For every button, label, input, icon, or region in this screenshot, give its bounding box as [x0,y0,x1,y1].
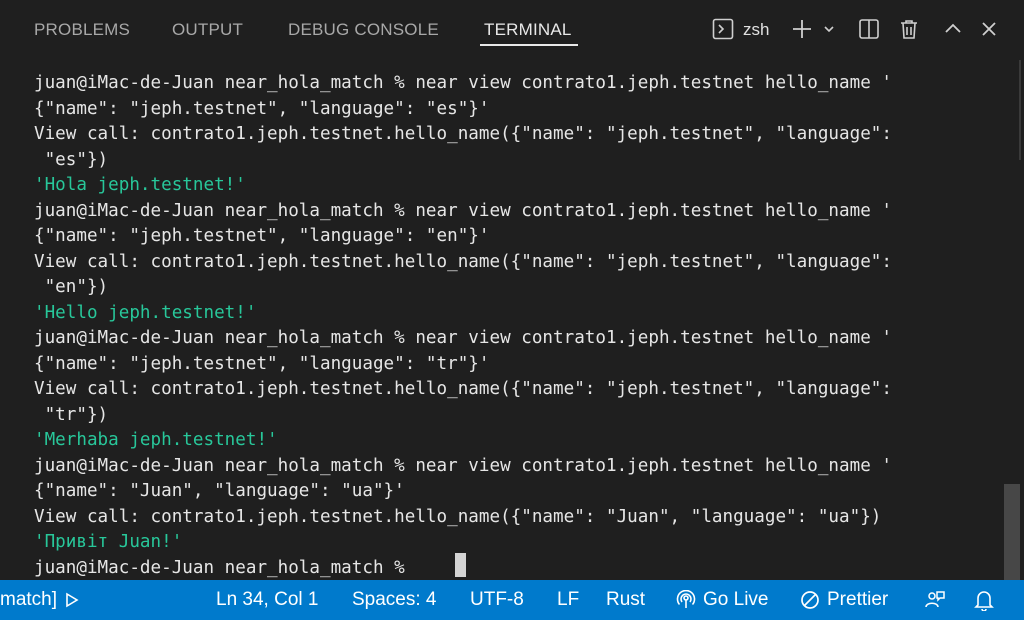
terminal-line: View call: contrato1.jeph.testnet.hello_… [34,506,882,527]
status-go-live[interactable]: Go Live [676,580,768,620]
status-cursor-position[interactable]: Ln 34, Col 1 [216,589,319,610]
feedback-icon[interactable] [924,580,946,620]
panel-header: PROBLEMS OUTPUT DEBUG CONSOLE TERMINAL z… [0,0,1024,58]
chevron-down-icon[interactable] [820,14,838,44]
status-bar: match] Ln 34, Col 1 Spaces: 4 UTF-8 LF R… [0,580,1024,620]
broadcast-icon [676,590,696,610]
terminal-output-line: 'Hello jeph.testnet!' [34,302,257,323]
tab-problems[interactable]: PROBLEMS [34,20,131,39]
status-encoding[interactable]: UTF-8 [470,589,524,610]
terminal-output-line: 'Hola jeph.testnet!' [34,175,246,195]
terminal-line: juan@iMac-de-Juan near_hola_match % near… [34,200,892,221]
close-icon[interactable] [976,14,1002,44]
tab-debug-console[interactable]: DEBUG CONSOLE [288,20,439,39]
terminal-line: juan@iMac-de-Juan near_hola_match % near… [34,328,892,348]
terminal-line: {"name": "jeph.testnet", "language": "en… [34,226,490,246]
terminal-output-line: 'Merhaba jeph.testnet!' [34,430,278,450]
new-terminal-icon[interactable] [789,14,815,44]
status-indentation[interactable]: Spaces: 4 [352,589,437,610]
terminal-line: juan@iMac-de-Juan near_hola_match % near… [34,73,892,93]
status-task[interactable]: match] [0,580,79,620]
terminal-line: View call: contrato1.jeph.testnet.hello_… [34,251,892,272]
terminal-line: {"name": "Juan", "language": "ua"}' [34,481,405,501]
tab-output[interactable]: OUTPUT [172,20,244,39]
terminal-prompt-line: juan@iMac-de-Juan near_hola_match % [34,557,416,578]
active-tab-indicator [480,44,578,46]
terminal-output[interactable] [0,58,1004,580]
status-prettier[interactable]: Prettier [800,580,888,620]
tab-terminal[interactable]: TERMINAL [484,20,572,39]
terminal-line: juan@iMac-de-Juan near_hola_match % near… [34,455,892,476]
prettier-label: Prettier [827,589,889,610]
run-icon [65,592,79,608]
terminal-scrollbar-track[interactable] [1004,58,1024,580]
status-task-label: match] [0,589,58,610]
terminal-output-line: 'Привіт Juan!' [34,532,183,552]
split-terminal-icon[interactable] [856,14,882,44]
maximize-panel-icon[interactable] [940,14,966,44]
terminal-line: "es"}) [34,149,109,170]
go-live-label: Go Live [703,589,769,610]
status-eol[interactable]: LF [557,589,580,610]
terminal-line: {"name": "jeph.testnet", "language": "tr… [34,353,490,374]
terminal-line: "tr"}) [34,404,109,425]
prettier-disabled-icon [800,590,820,610]
scrollbar-overview-mark [1019,60,1021,160]
terminal-line: {"name": "jeph.testnet", "language": "es… [34,98,490,119]
terminal-scrollbar-thumb[interactable] [1004,484,1020,580]
terminal-shell-icon[interactable] [710,14,736,44]
terminal-cursor [455,553,466,577]
status-language[interactable]: Rust [606,589,646,610]
notifications-bell-icon[interactable] [974,580,994,620]
terminal-line: "en"}) [34,277,109,297]
trash-icon[interactable] [896,14,922,44]
terminal-line: View call: contrato1.jeph.testnet.hello_… [34,379,892,399]
shell-name[interactable]: zsh [743,20,770,39]
terminal-line: View call: contrato1.jeph.testnet.hello_… [34,124,892,144]
